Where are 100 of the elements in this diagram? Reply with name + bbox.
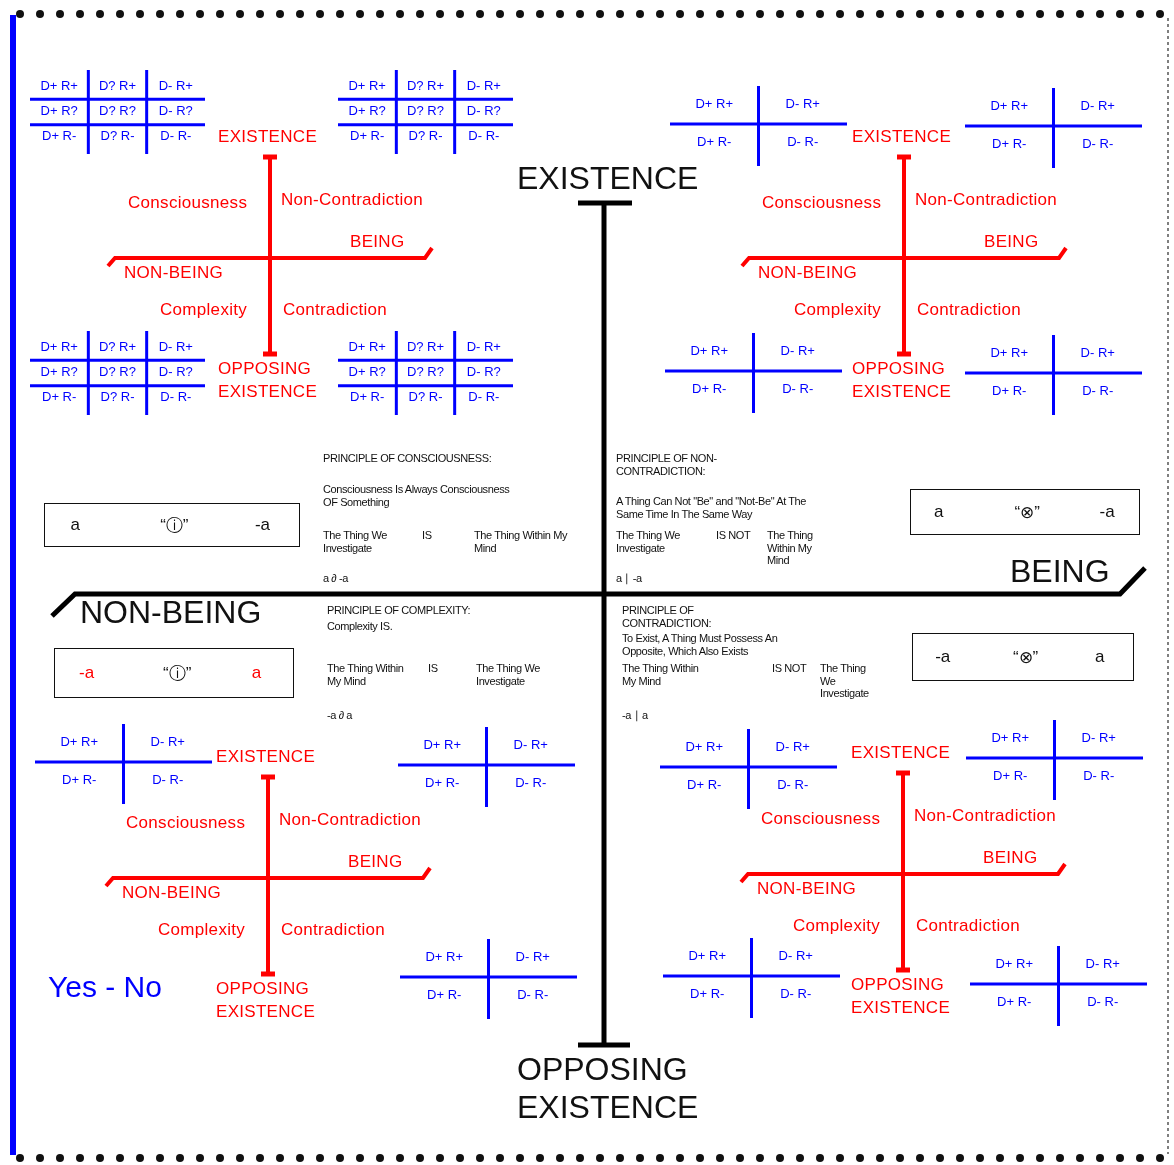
relation-label: IS NOT [716,529,751,542]
grid-value: D- R+ [157,78,194,94]
grid-value: D- R+ [777,949,814,964]
grid-value: D+ R- [349,390,386,406]
variable-label: a [934,502,944,522]
symbol-label: “⊗” [1012,646,1039,668]
axis-label: Consciousness [126,813,246,833]
formula-label: a ∣ -a [616,572,642,585]
term-label: The Thing We Investigate [323,529,388,555]
axis-label: Complexity [793,916,881,936]
axis-label: NON-BEING [757,879,857,899]
grid-value: D- R+ [784,97,821,112]
axis-label: Contradiction [281,920,386,940]
grid-value: D- R- [786,135,820,150]
term-label: The Thing Within My Mind [622,662,700,688]
grid-value: D? R+ [97,339,138,355]
term-label: The Thing We Investigate [820,662,870,700]
grid-value: D- R+ [1080,731,1117,746]
grid-value: D- R+ [1079,346,1116,361]
axis-label: BEING [1010,553,1110,590]
grid-value: D+ R+ [684,740,725,755]
grid-value: D- R+ [514,950,551,965]
grid-value: D? R- [407,129,444,145]
axis-label: NON-BEING [80,594,262,631]
grid-value: D- R? [157,365,194,380]
grid-value: D- R- [776,778,810,793]
grid-value: D+ R- [426,988,463,1003]
grid-value: D+ R- [696,135,733,150]
grid-value: D+ R- [992,769,1029,784]
grid-value: D+ R+ [687,949,728,964]
grid-value: D- R+ [779,344,816,359]
grid-value: D- R- [159,129,193,145]
variable-label: -a [254,515,271,535]
grid-value: D+ R? [39,365,79,380]
axis-label: Consciousness [761,809,881,829]
grid-value: D+ R+ [347,78,387,94]
axis-label: EXISTENCE [852,127,952,147]
symbol-label: “ⓘ” [163,662,192,685]
grid-value: D- R+ [465,339,502,355]
grid-value: D+ R+ [989,99,1030,114]
grid-value: D- R+ [774,740,811,755]
symbol-box [44,503,300,547]
grid-value: D- R- [467,129,501,145]
principle-heading: PRINCIPLE OF NON-CONTRADICTION: [616,452,718,478]
relation-label: IS NOT [772,662,807,675]
relation-label: IS [422,529,432,542]
grid-value: D- R- [779,987,813,1002]
variable-label: a [251,663,262,683]
principle-heading: PRINCIPLE OF COMPLEXITY: [327,604,472,617]
variable-label: a [70,515,81,535]
axis-label: NON-BEING [758,263,858,283]
axis-label: OPPOSING EXISTENCE [851,974,952,1019]
grid-value: D? R? [406,365,445,380]
answer-label: Yes - No [48,970,162,1005]
axis-label: Contradiction [916,916,1021,936]
term-label: The Thing We Investigate [476,662,541,688]
grid-value: D+ R- [686,778,723,793]
axis-label: BEING [350,232,405,252]
axis-label: BEING [348,852,403,872]
axis-label: BEING [983,848,1038,868]
grid-value: D+ R+ [689,344,730,359]
principle-heading: PRINCIPLE OF CONSCIOUSNESS: [323,452,493,465]
axis-label: OPPOSING EXISTENCE [216,978,317,1023]
grid-value: D- R+ [1079,99,1116,114]
grid-value: D+ R+ [39,339,79,355]
grid-value: D- R- [1081,384,1115,399]
grid-value: D+ R- [996,995,1033,1010]
principle-text: A Thing Can Not "Be" and "Not-Be" At The Same Time In The Same Way [616,495,807,521]
grid-value: D+ R+ [990,731,1031,746]
grid-value: D+ R? [39,104,79,119]
grid-value: D+ R+ [994,957,1035,972]
variable-label: -a [935,647,951,667]
grid-value: D- R+ [157,339,194,355]
grid-value: D? R+ [405,78,446,94]
grid-value: D- R? [465,104,502,119]
axis-label: Non-Contradiction [914,806,1057,826]
grid-value: D- R- [514,776,548,791]
grid-value: D- R- [781,382,815,397]
grid-value: D+ R- [424,776,461,791]
grid-value: D+ R- [41,390,78,406]
grid-value: D- R? [157,104,194,119]
formula-label: -a ∣ a [622,709,648,722]
grid-value: D+ R- [61,773,98,788]
principle-text: Consciousness Is Always Consciousness OF Something [323,483,511,509]
axis-label: EXISTENCE [216,747,316,767]
grid-value: D+ R- [41,129,78,145]
grid-value: D+ R- [691,382,728,397]
formula-label: a ∂ -a [323,572,349,585]
axis-label: Contradiction [917,300,1022,320]
grid-value: D- R+ [512,738,549,753]
variable-label: -a [1099,502,1115,522]
grid-value: D+ R- [991,137,1028,152]
grid-value: D? R? [98,104,137,119]
axis-label: OPPOSING EXISTENCE [517,1050,700,1126]
term-label: The Thing We Investigate [616,529,681,555]
grid-value: D- R? [465,365,502,380]
grid-value: D+ R? [347,104,387,119]
axis-label: BEING [984,232,1039,252]
axis-label: Non-Contradiction [915,190,1058,210]
grid-value: D+ R? [347,365,387,380]
